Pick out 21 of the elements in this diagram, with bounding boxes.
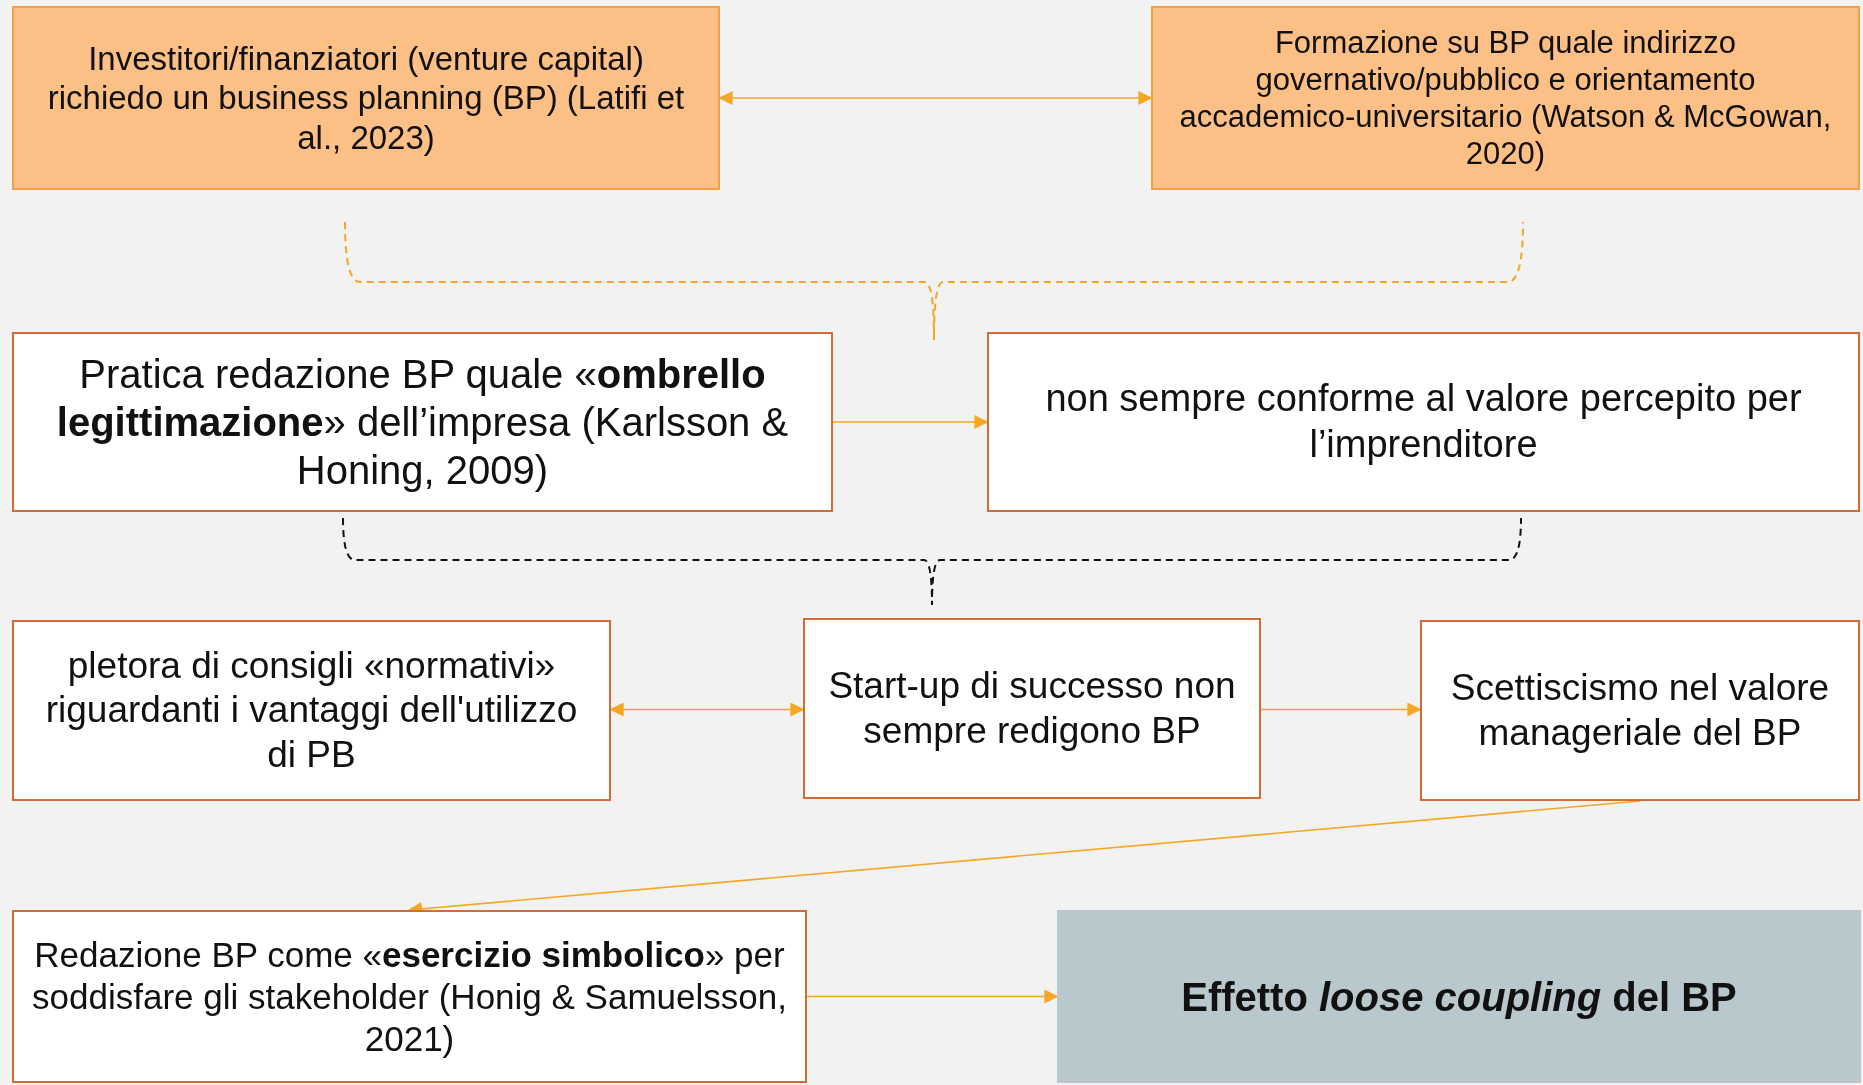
box-text: Redazione BP come «esercizio simbolico» per soddisfare gli stakeholder (Honig & Samuelsson, 2021) xyxy=(31,933,788,1060)
box-text: Pratica redazione BP quale «ombrello legittimazione» dell’impresa (Karlsson & Honing, 2009) xyxy=(55,351,790,494)
text-box xyxy=(1057,910,1861,1083)
box-text: Start-up di successo non sempre redigono BP xyxy=(827,664,1237,753)
box-text: pletora di consigli «normativi» riguardanti i vantaggi dell'utilizzo di PB xyxy=(44,643,579,777)
text-box xyxy=(12,910,807,1083)
text-box xyxy=(12,6,720,190)
text-box xyxy=(987,332,1860,512)
box-text: Effetto loose coupling del BP xyxy=(1181,973,1737,1021)
box-text: non sempre conforme al valore percepito per l’imprenditore xyxy=(1044,376,1803,467)
text-box xyxy=(12,620,611,801)
arrow xyxy=(832,415,989,429)
box-text: Formazione su BP quale indirizzo governativo/pubblico e orientamento accademico-universitario (Watson & McGowan, 2020) xyxy=(1178,23,1833,173)
text-box xyxy=(12,332,833,512)
text-box xyxy=(1420,620,1860,801)
text-box xyxy=(1151,6,1860,190)
box-text: Scettiscismo nel valore manageriale del BP xyxy=(1449,666,1831,755)
text-box xyxy=(803,618,1261,799)
box-text: Investitori/finanziatori (venture capital) richiedo un business planning (BP) (Latifi et al., 2023) xyxy=(46,38,686,158)
arrow xyxy=(1260,702,1422,717)
arrow xyxy=(806,989,1059,1004)
